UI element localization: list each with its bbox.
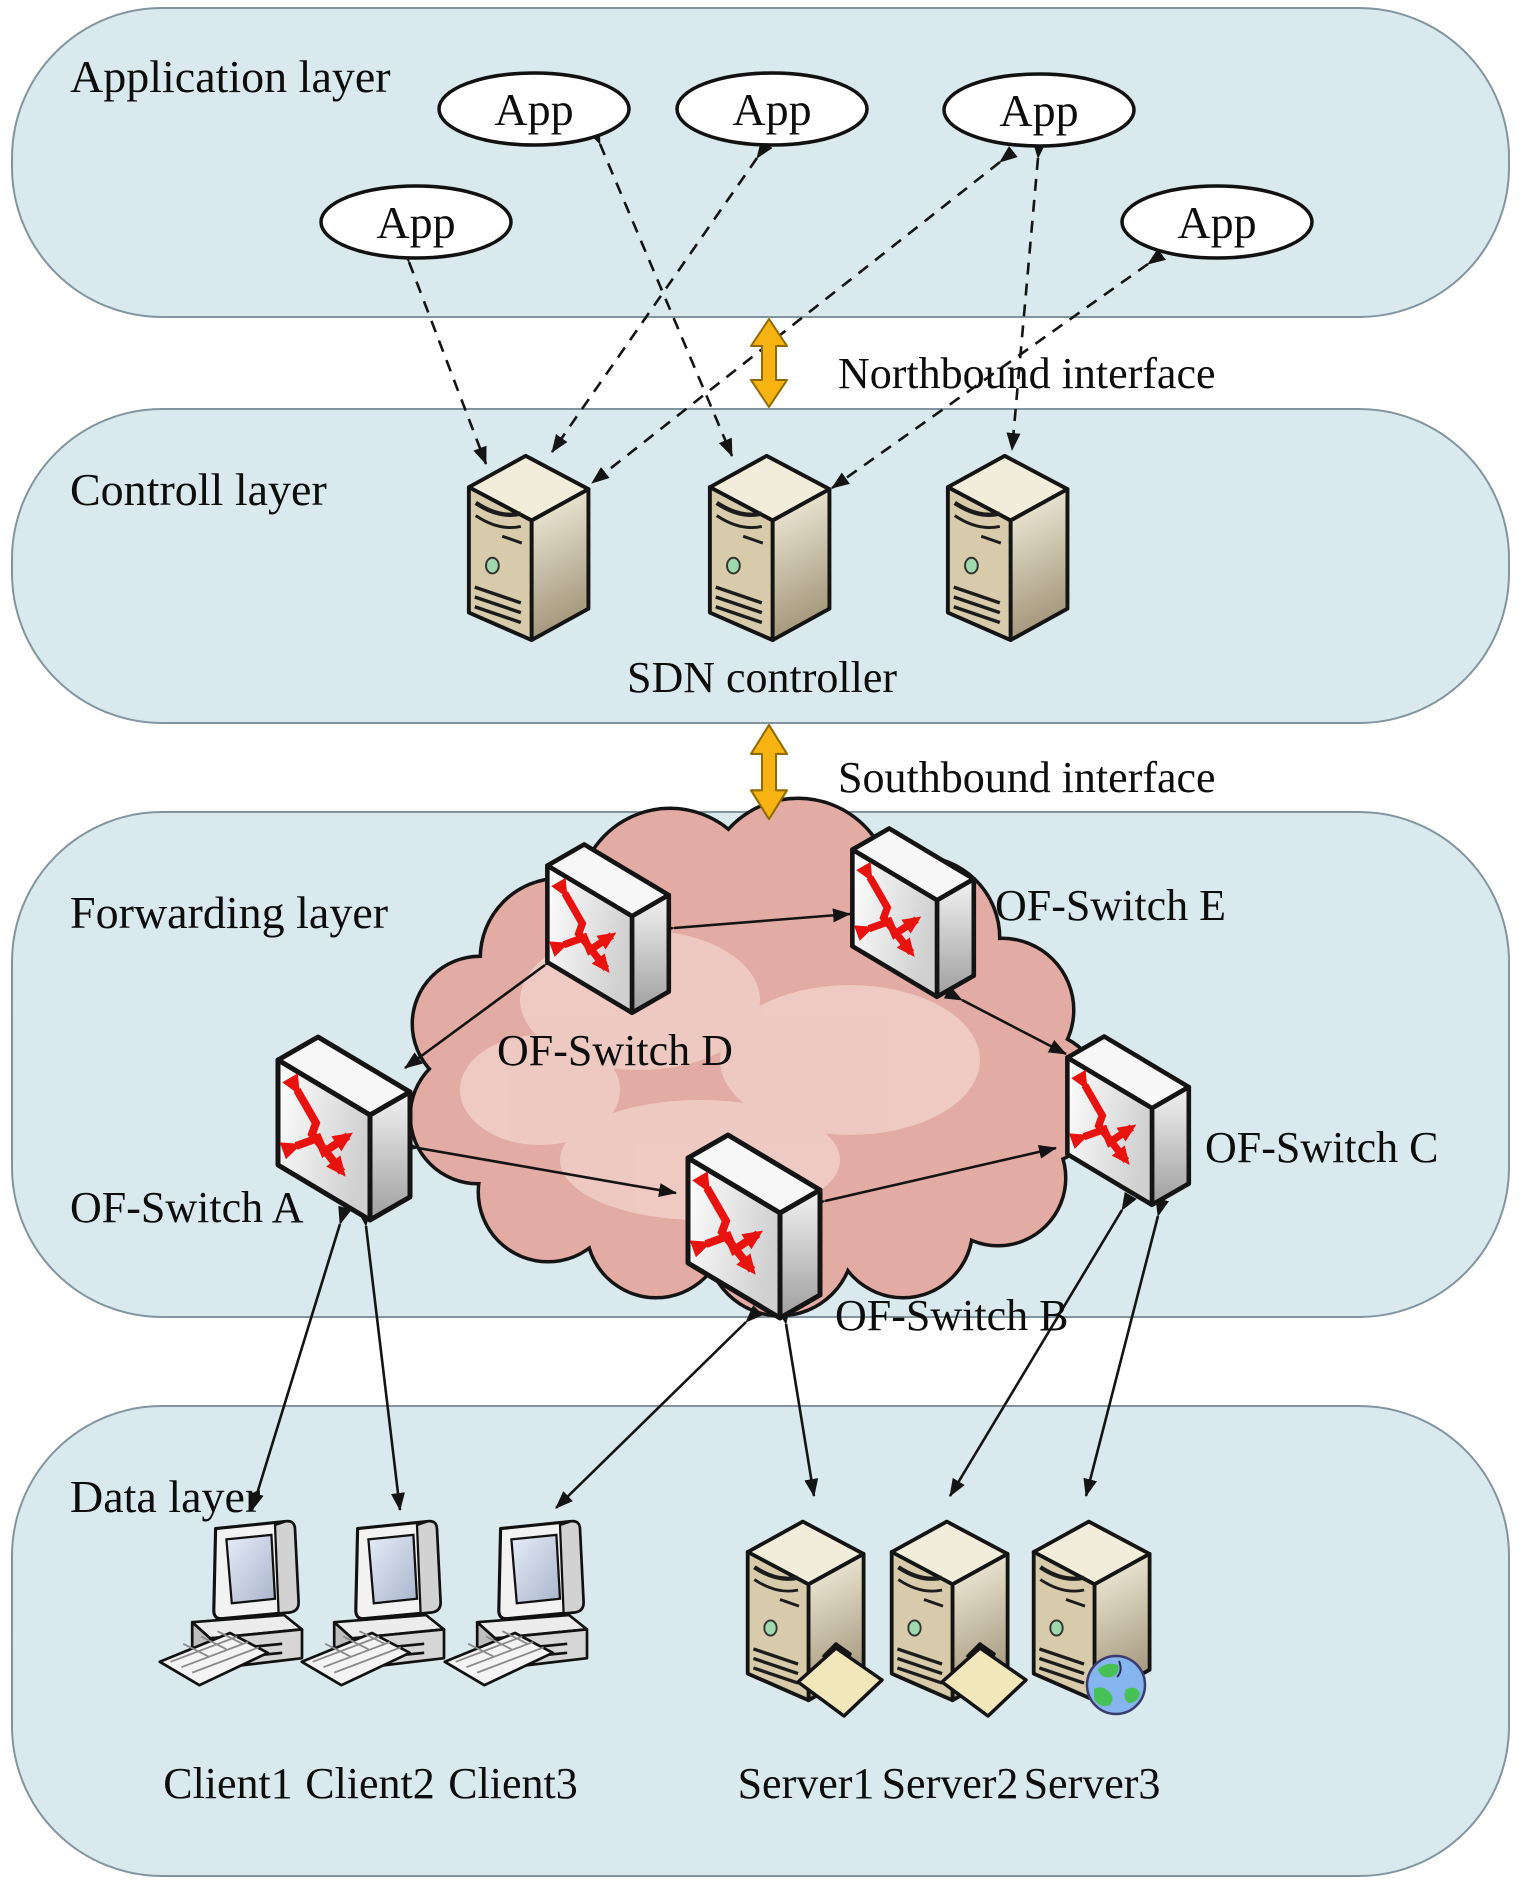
- app-label: App: [376, 197, 455, 248]
- link-switchB-server1: [776, 1306, 819, 1497]
- data-layer-title: Data layer: [70, 1471, 260, 1522]
- app-node: App: [1120, 184, 1314, 260]
- dashed-link-app4-controller3: [1006, 140, 1047, 451]
- link-switchC-server3: [1083, 1197, 1170, 1497]
- sdn-controller-tower-1: [469, 456, 589, 640]
- southbound-interface-label: Southbound interface: [838, 753, 1216, 802]
- sdn-controller-label: SDN controller: [627, 653, 897, 702]
- link-switchA-client1: [250, 1205, 352, 1511]
- app-label: App: [999, 85, 1078, 136]
- app-node: App: [319, 184, 513, 260]
- link-switchB-client3: [555, 1305, 764, 1509]
- client1-label: Client1: [163, 1759, 293, 1808]
- control-layer-title: Controll layer: [70, 464, 327, 515]
- switch-e-label: OF-Switch E: [995, 881, 1226, 930]
- switch-links: [400, 908, 1067, 1212]
- forwarding-layer-title: Forwarding layer: [70, 887, 388, 938]
- host-links: [250, 1191, 1170, 1511]
- app-node: App: [675, 71, 869, 147]
- client3-label: Client3: [448, 1759, 578, 1808]
- dashed-link-app1-controller1: [396, 243, 488, 465]
- sdn-controller-tower-2: [710, 456, 830, 640]
- link-switchA-client2: [357, 1208, 405, 1511]
- switch-c-label: OF-Switch C: [1205, 1123, 1438, 1172]
- link-switchA-switchB: [400, 1138, 677, 1197]
- app-label: App: [1177, 197, 1256, 248]
- application-nodes: App App App App App: [319, 71, 1314, 260]
- switch-a-label: OF-Switch A: [70, 1183, 304, 1232]
- client2-label: Client2: [305, 1759, 435, 1808]
- app-label: App: [494, 84, 573, 135]
- switch-b-label: OF-Switch B: [835, 1291, 1068, 1340]
- switch-d-label: OF-Switch D: [497, 1026, 733, 1075]
- link-switchB-switchC: [806, 1144, 1057, 1212]
- link-switchD-switchE: [656, 908, 851, 937]
- link-switchD-switchA: [404, 949, 563, 1070]
- application-layer-title: Application layer: [70, 51, 391, 102]
- server2-label: Server2: [882, 1759, 1019, 1808]
- server1-label: Server1: [738, 1759, 875, 1808]
- app-label: App: [732, 84, 811, 135]
- dashed-link-app5-controller2: [831, 248, 1166, 490]
- sdn-controller-tower-3: [948, 456, 1068, 640]
- dashed-link-app4-controller1: [591, 145, 1018, 485]
- app-node: App: [437, 71, 631, 147]
- link-switchE-switchC: [943, 985, 1067, 1056]
- server3-label: Server3: [1024, 1759, 1161, 1808]
- northbound-dashed-links: [396, 125, 1166, 490]
- app-node: App: [942, 72, 1136, 148]
- northbound-interface-label: Northbound interface: [838, 349, 1216, 398]
